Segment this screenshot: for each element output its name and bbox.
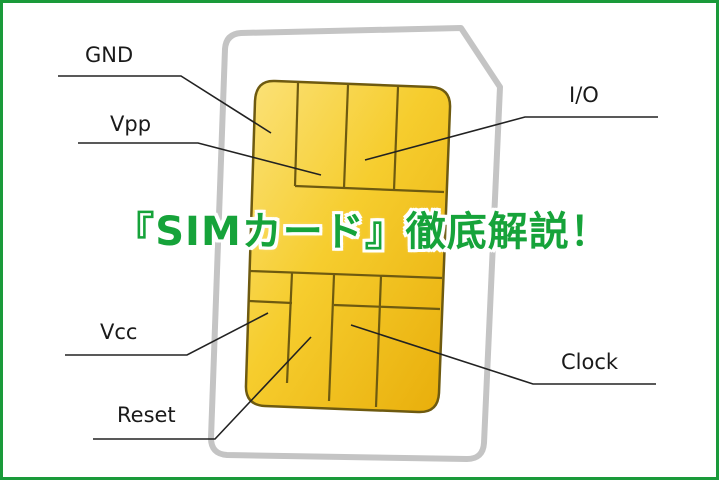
headline-title: 『SIMカード』徹底解説！ — [114, 209, 611, 255]
leader-io — [364, 116, 658, 161]
headline-container: 『SIMカード』徹底解説！ — [3, 199, 716, 257]
label-reset: Reset — [117, 403, 176, 427]
leader-vpp — [78, 142, 322, 176]
leader-reset — [93, 336, 312, 440]
label-gnd: GND — [85, 43, 133, 67]
sim-card-diagram: GND Vpp I/O Vcc Reset Clock — [58, 25, 658, 462]
label-vpp: Vpp — [110, 112, 151, 136]
leader-clock — [350, 324, 656, 385]
leader-lines — [58, 75, 658, 440]
label-vcc: Vcc — [100, 320, 137, 344]
label-io: I/O — [569, 83, 599, 107]
leader-vcc — [65, 312, 269, 356]
label-clock: Clock — [561, 350, 619, 374]
sim-chip — [244, 79, 452, 414]
leader-gnd — [58, 75, 272, 134]
